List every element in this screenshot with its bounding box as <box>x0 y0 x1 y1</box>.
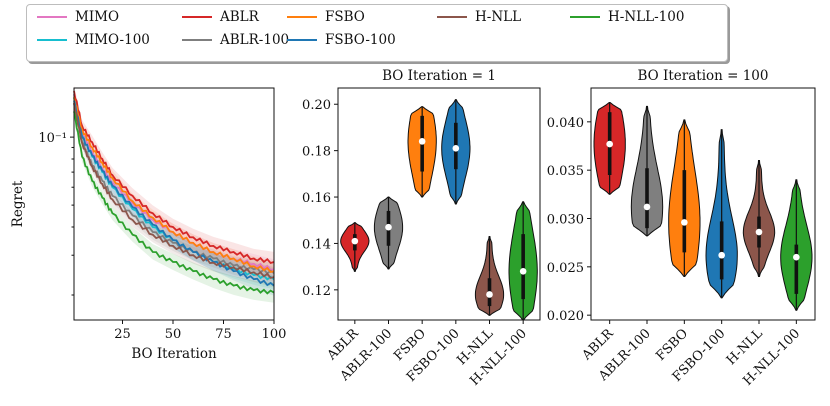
legend-entry-mimo-100: MIMO-100 <box>37 32 150 48</box>
x-axis-label: BO Iteration <box>131 346 217 362</box>
legend-swatch <box>37 15 67 19</box>
median-point-h-nll-100 <box>793 253 800 261</box>
legend-swatch <box>287 15 317 19</box>
median-point-fsbo <box>681 219 688 226</box>
axes-frame <box>73 87 275 321</box>
confidence-band <box>74 97 274 288</box>
panel-title: BO Iteration = 1 <box>382 68 496 84</box>
series-line-mimo-100 <box>73 97 275 281</box>
legend-swatch <box>37 38 67 42</box>
y-tick-label: 10⁻¹ <box>38 131 67 146</box>
legend-swatch <box>287 38 317 42</box>
y-tick-label: 0.16 <box>302 191 331 206</box>
legend-swatch <box>437 15 467 19</box>
axes-frame <box>337 87 541 321</box>
median-point-fsbo-100 <box>452 145 460 152</box>
median-point-fsbo-100 <box>718 251 725 259</box>
median-point-fsbo <box>418 138 426 145</box>
panel-title: BO Iteration = 100 <box>637 68 768 84</box>
legend-entry-ablr-100: ABLR-100 <box>182 32 289 48</box>
legend-entry-fsbo: FSBO <box>287 9 365 25</box>
y-tick-label: 0.040 <box>547 116 584 131</box>
panel-regret-curves: 25 50 75 100 10⁻¹ BO Iteration Regret <box>10 85 286 362</box>
median-point-h-nll <box>486 291 493 298</box>
median-point-ablr <box>351 237 359 245</box>
y-tick-label: 0.20 <box>302 98 331 113</box>
axes-frame <box>590 87 816 321</box>
legend-label: H-NLL-100 <box>608 9 685 25</box>
y-tick-label: 0.18 <box>302 145 331 160</box>
y-tick-label: 0.14 <box>302 237 331 252</box>
legend-label: FSBO-100 <box>325 32 396 48</box>
y-tick-label: 0.025 <box>547 261 584 276</box>
legend-entry-h-nll-100: H-NLL-100 <box>570 9 684 25</box>
confidence-band <box>74 105 274 303</box>
series-line-fsbo-100 <box>73 100 275 287</box>
x-tick-label: 75 <box>215 327 232 342</box>
series-line-ablr <box>73 90 275 265</box>
y-tick-label: 0.035 <box>547 164 584 179</box>
median-point-ablr <box>606 140 613 148</box>
legend-swatch <box>570 15 600 19</box>
median-point-h-nll-100 <box>519 267 527 275</box>
median-point-ablr-100 <box>643 203 651 211</box>
y-tick-label: 0.020 <box>547 309 584 324</box>
y-tick-label: 0.030 <box>547 213 584 228</box>
legend-swatch <box>182 15 212 19</box>
legend-entry-mimo: MIMO <box>37 9 119 25</box>
x-tick-label: 100 <box>262 327 287 342</box>
x-tick-label: 25 <box>114 327 131 342</box>
legend-entry-h-nll: H-NLL <box>437 9 521 25</box>
legend-label: FSBO <box>325 9 365 25</box>
legend-label: MIMO <box>75 9 120 25</box>
panel-bo-iteration-1: ABLRABLR-100FSBOFSBO-100H-NLLH-NLL-1000.… <box>302 68 541 389</box>
series-line-h-nll <box>73 102 275 279</box>
y-tick-label: 0.12 <box>302 284 331 299</box>
series-line-fsbo <box>73 97 275 274</box>
legend-label: ABLR <box>220 9 259 25</box>
legend-swatch <box>182 38 212 42</box>
legend-label: MIMO-100 <box>75 32 150 48</box>
x-tick-label: 50 <box>165 327 182 342</box>
legend-entry-fsbo-100: FSBO-100 <box>287 32 396 48</box>
legend-label: ABLR-100 <box>220 32 290 48</box>
median-point-ablr-100 <box>385 223 392 231</box>
median-point-h-nll <box>755 228 763 236</box>
legend-entry-ablr: ABLR <box>182 9 259 25</box>
legend-label: H-NLL <box>475 9 522 25</box>
series-line-h-nll-100 <box>73 111 275 295</box>
y-axis-label: Regret <box>10 180 26 227</box>
